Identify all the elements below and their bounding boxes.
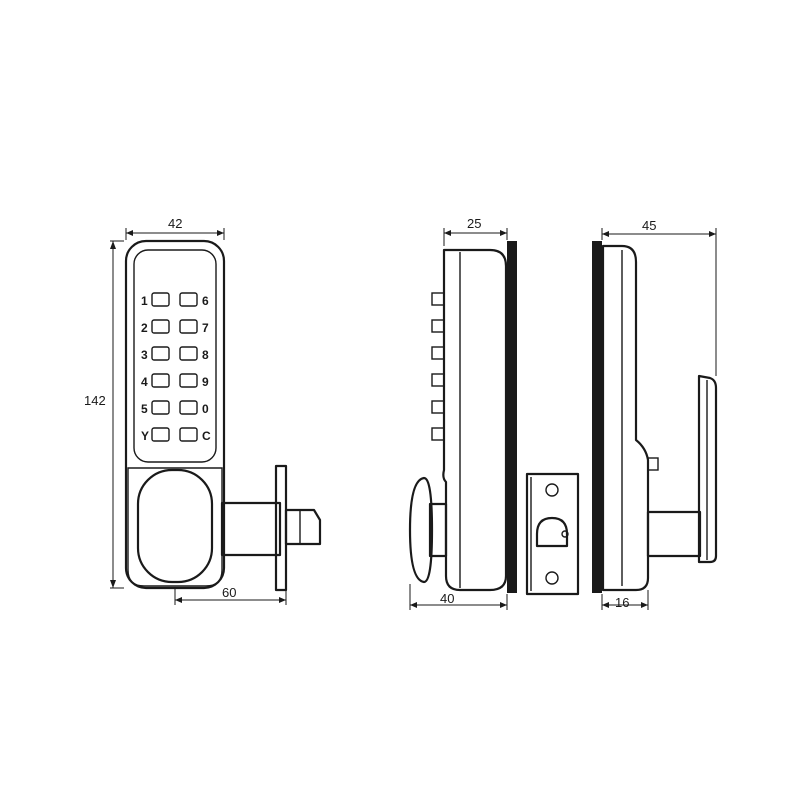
dimension-width: 42 <box>125 216 225 240</box>
inner-body <box>601 244 650 592</box>
keypad-plate <box>133 249 217 463</box>
keypad-button <box>179 292 198 307</box>
keypad-button <box>151 373 170 388</box>
front-view: 1 2 3 4 5 Y 6 7 8 9 0 C 42 <box>84 216 322 605</box>
lever <box>697 374 718 564</box>
keypad-button <box>179 400 198 415</box>
dimension-lever: 16 <box>601 590 649 610</box>
dimension-label-outer-depth: 25 <box>467 216 481 231</box>
key-label-right: 6 <box>202 294 209 308</box>
lever-neck <box>646 510 702 558</box>
key-label-right: 7 <box>202 321 209 335</box>
dimension-label-width: 42 <box>168 216 182 231</box>
dimension-outer-depth: 25 <box>443 216 508 246</box>
keypad-button <box>179 373 198 388</box>
door-plate-inner <box>592 241 602 593</box>
key-label-left: Y <box>141 429 149 443</box>
keypad-button <box>151 400 170 415</box>
key-label-right: 0 <box>202 402 209 416</box>
key-label-left: 1 <box>141 294 148 308</box>
screw-hole-icon <box>545 483 559 497</box>
strike-plate <box>525 472 580 596</box>
dimension-label-height: 142 <box>84 393 106 408</box>
keypad-button <box>179 427 198 442</box>
spindle <box>220 501 282 557</box>
strike-pin-icon <box>561 530 569 538</box>
side-button <box>431 427 445 441</box>
key-label-right: 9 <box>202 375 209 389</box>
outer-body <box>442 248 508 592</box>
screw-hole-icon <box>545 571 559 585</box>
lower-housing <box>127 467 223 587</box>
keypad-button <box>151 292 170 307</box>
latch-bolt <box>284 508 322 546</box>
dimension-label-inner-depth: 45 <box>642 218 656 233</box>
dimension-label-backset: 60 <box>222 585 236 600</box>
side-button <box>431 400 445 414</box>
key-label-left: 5 <box>141 402 148 416</box>
keypad: 1 2 3 4 5 Y 6 7 8 9 0 C <box>141 292 211 443</box>
thumb-tab <box>647 457 659 471</box>
strike-plate-outline <box>525 472 580 596</box>
keypad-button <box>179 319 198 334</box>
key-label-right: 8 <box>202 348 209 362</box>
dimension-label-lever: 16 <box>615 595 629 610</box>
key-label-left: 3 <box>141 348 148 362</box>
knob-neck <box>428 502 448 558</box>
keypad-button <box>151 319 170 334</box>
knob <box>136 468 214 584</box>
side-button <box>431 346 445 360</box>
dimension-label-outer-total: 40 <box>440 591 454 606</box>
dimension-backset: 60 <box>174 585 287 605</box>
side-button <box>431 319 445 333</box>
door-plate <box>507 241 517 593</box>
keypad-button <box>151 346 170 361</box>
key-label-left: 4 <box>141 375 148 389</box>
side-view-inner: 45 16 <box>592 218 718 610</box>
side-button <box>431 373 445 387</box>
key-label-left: 2 <box>141 321 148 335</box>
dimension-outer-total: 40 <box>409 584 508 610</box>
keypad-button <box>151 427 170 442</box>
dimension-inner-depth: 45 <box>601 218 717 376</box>
dimension-height: 142 <box>84 240 124 589</box>
key-label-right: C <box>202 429 211 443</box>
knob-side <box>408 476 434 584</box>
side-button <box>431 292 445 306</box>
keypad-button <box>179 346 198 361</box>
side-view-outer: 25 40 <box>408 216 517 610</box>
